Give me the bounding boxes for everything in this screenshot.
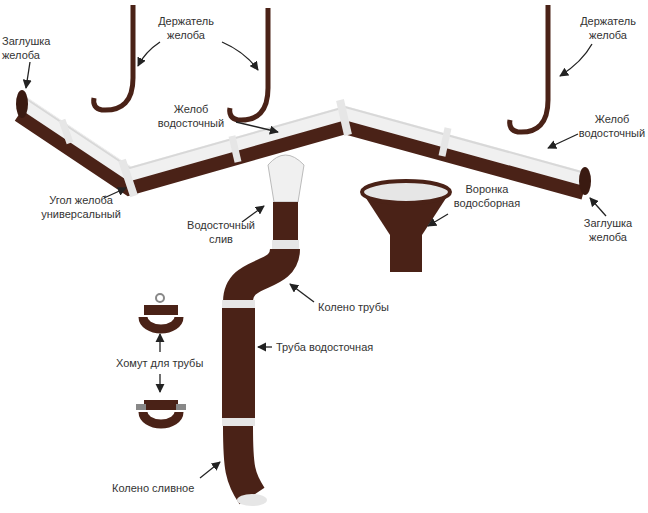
pipe-clamp bbox=[156, 294, 164, 302]
leader-arrow bbox=[26, 42, 606, 478]
pipe-clamp bbox=[143, 317, 179, 329]
leader-arrow bbox=[159, 334, 160, 352]
gutter-end-cap bbox=[579, 167, 591, 195]
leader-arrow bbox=[258, 346, 272, 347]
leader-arrow bbox=[590, 198, 606, 216]
outlet-drain bbox=[268, 155, 304, 249]
leader-arrow bbox=[26, 62, 30, 88]
part-label: Желоб водосточный bbox=[572, 112, 648, 140]
downpipe bbox=[222, 300, 255, 426]
outlet-drain bbox=[273, 202, 298, 240]
leader-arrow bbox=[290, 284, 314, 302]
leader-arrow bbox=[159, 374, 160, 392]
collector-funnel bbox=[362, 181, 450, 272]
part-label: Желоб водосточный bbox=[150, 102, 232, 130]
outlet-drain bbox=[272, 240, 299, 249]
part-label: Заглушка желоба bbox=[574, 216, 642, 244]
downpipe bbox=[222, 418, 255, 426]
part-label: Колено трубы bbox=[318, 300, 389, 314]
part-label: Держатель желоба bbox=[572, 14, 644, 42]
part-label: Водосточный слив bbox=[186, 218, 256, 246]
part-label: Заглушка желоба bbox=[2, 34, 64, 62]
gutter-end-cap bbox=[16, 90, 28, 118]
part-label: Труба водосточная bbox=[276, 340, 373, 354]
collector-funnel bbox=[390, 235, 422, 272]
downpipe bbox=[222, 300, 255, 308]
leader-arrow bbox=[222, 42, 258, 70]
gutter-joint bbox=[122, 160, 134, 196]
leader-arrow bbox=[200, 462, 220, 478]
gutter-holder bbox=[510, 5, 548, 132]
pipe-clamp bbox=[144, 400, 178, 410]
leader-arrow bbox=[560, 44, 592, 76]
outlet-drain bbox=[268, 155, 304, 202]
pipe-elbow bbox=[238, 249, 285, 302]
part-label: Хомут для трубы bbox=[116, 356, 203, 370]
pipe-clamp bbox=[143, 412, 179, 424]
pipe-clamp bbox=[144, 305, 178, 315]
pipe-elbow bbox=[238, 249, 285, 302]
part-label: Угол желоба универсальный bbox=[38, 193, 124, 221]
gutter-joint bbox=[62, 120, 70, 143]
part-label: Колено сливное bbox=[112, 481, 194, 495]
gutter-holder bbox=[94, 5, 548, 132]
drain-elbow bbox=[238, 426, 252, 496]
downpipe bbox=[222, 308, 255, 418]
part-label: Воронка водосборная bbox=[446, 182, 528, 210]
gutter-joint bbox=[442, 128, 448, 156]
gutter-holder bbox=[94, 5, 133, 110]
gutter-run bbox=[22, 96, 585, 173]
gutter-joint bbox=[232, 136, 238, 162]
gutter-holder bbox=[230, 8, 268, 120]
leader-arrow bbox=[236, 122, 278, 132]
leader-arrow bbox=[548, 134, 578, 148]
leader-arrow bbox=[138, 42, 160, 66]
pipe-clamp bbox=[176, 404, 186, 410]
collector-funnel bbox=[362, 181, 450, 203]
gutter-joint bbox=[340, 100, 348, 135]
drain-elbow bbox=[237, 494, 267, 506]
pipe-clamp bbox=[136, 404, 146, 410]
drain-elbow bbox=[237, 426, 267, 506]
part-label: Держатель желоба bbox=[150, 14, 222, 42]
gutter-end-cap bbox=[16, 90, 591, 195]
leader-arrow bbox=[428, 214, 448, 226]
